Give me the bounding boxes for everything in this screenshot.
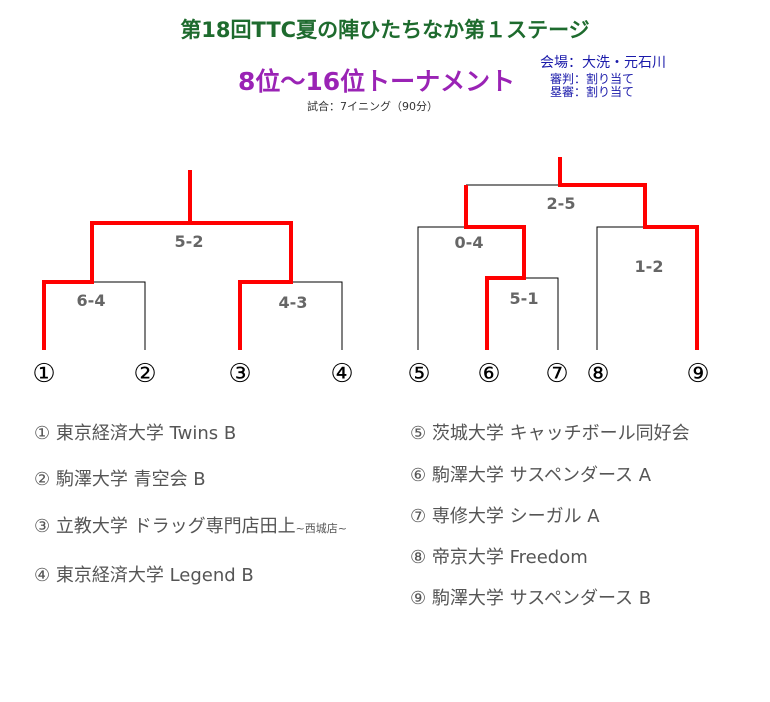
match-info: 試合：7イニング（90分） <box>307 100 438 113</box>
tournament-subtitle: 8位～16位トーナメント <box>238 67 516 96</box>
score-m4: 5-1 <box>510 289 539 308</box>
score-m1: 6-4 <box>77 291 106 310</box>
team-4: ④ 東京経済大学 Legend B <box>34 565 254 586</box>
seed-1: ① <box>32 359 55 389</box>
team-6: ⑥ 駒澤大学 サスペンダース A <box>410 465 652 486</box>
winner-path-seed-1 <box>42 170 192 350</box>
score-m2: 4-3 <box>279 293 308 312</box>
team-2: ② 駒澤大学 青空会 B <box>34 469 206 490</box>
winner-path-seed-3 <box>190 221 293 350</box>
score-m5: 0-4 <box>455 233 484 252</box>
tournament-bracket: 6-4 4-3 5-2 5-1 0-4 1-2 2-5 ① ② ③ ④ ⑤ ⑥ … <box>32 157 710 389</box>
seed-3: ③ <box>228 359 251 389</box>
seed-5: ⑤ <box>407 359 430 389</box>
team-3-name: ③ 立教大学 ドラッグ専門店田上 <box>34 516 296 537</box>
bracket-line-m5 <box>417 226 466 350</box>
seed-7: ⑦ <box>545 359 568 389</box>
team-7: ⑦ 専修大学 シーガル A <box>410 506 600 527</box>
team-8: ⑧ 帝京大学 Freedom <box>410 547 588 568</box>
umpire-label: 審判：割り当て <box>550 72 635 86</box>
team-1: ① 東京経済大学 Twins B <box>34 423 237 444</box>
winner-paths <box>42 157 699 350</box>
tournament-title: 第18回TTC夏の陣ひたちなか第１ステージ <box>180 18 590 42</box>
winner-path-seed-6 <box>464 185 526 350</box>
team-3: ③ 立教大学 ドラッグ専門店田上~西城店~ <box>34 512 347 538</box>
seed-8: ⑧ <box>586 359 609 389</box>
score-m7: 2-5 <box>547 194 576 213</box>
score-m3: 5-2 <box>175 232 204 251</box>
score-m6: 1-2 <box>635 257 664 276</box>
seed-4: ④ <box>330 359 353 389</box>
team-9: ⑨ 駒澤大学 サスペンダース B <box>410 588 652 609</box>
venue-label: 会場：大洗・元石川 <box>540 55 666 71</box>
seed-6: ⑥ <box>477 359 500 389</box>
scorer-label: 塁審：割り当て <box>550 85 635 99</box>
bracket-line-m6 <box>596 226 645 350</box>
winner-path-seed-9 <box>558 157 699 350</box>
team-5: ⑤ 茨城大学 キャッチボール同好会 <box>410 423 690 444</box>
seed-9: ⑨ <box>686 359 709 389</box>
team-3-note: ~西城店~ <box>295 522 348 535</box>
seed-2: ② <box>133 359 156 389</box>
